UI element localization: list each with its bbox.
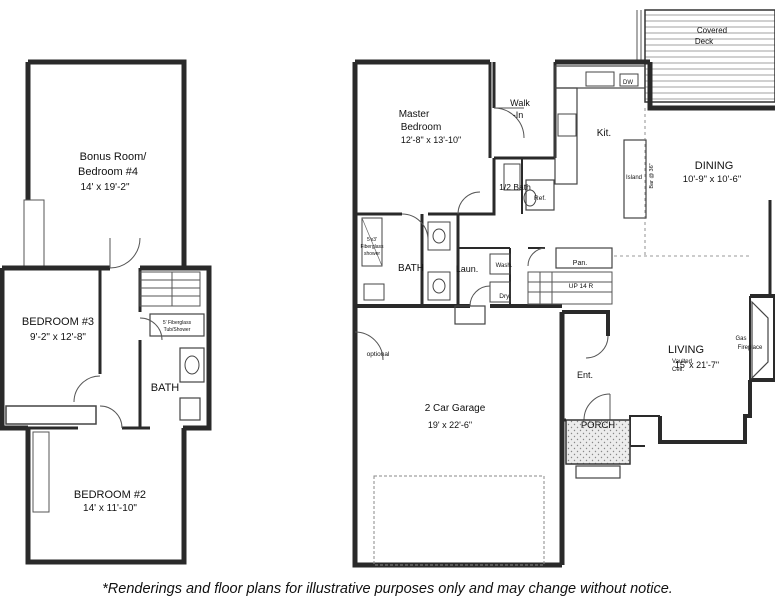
half-bath-label: 1/2 Bath	[499, 182, 531, 192]
main-floor-plan	[352, 9, 775, 568]
dining-name: DINING	[695, 160, 734, 172]
dishwasher-label: DW	[623, 80, 633, 86]
washer-label: Wash.	[496, 263, 513, 269]
kitchen-label: Kit.	[597, 128, 611, 139]
dining-size: 10'-9" x 10'-6"	[683, 174, 741, 185]
main-bath-name: BATH	[398, 263, 424, 274]
island-bar-label: Bar @ 36"	[649, 163, 655, 188]
floor-plan-drawing: Bonus Room/ Bedroom #4 14' x 19'-2" BEDR…	[0, 9, 775, 568]
laundry-label: Laun.	[456, 264, 479, 274]
master-bedroom-name-line2: Bedroom	[401, 122, 442, 133]
bedroom2-size: 14' x 11'-10"	[83, 503, 137, 514]
pantry-label: Pan.	[573, 260, 587, 267]
bonus-room-name: Bonus Room/	[80, 151, 148, 163]
shower-label-line3: shower	[364, 251, 380, 257]
bonus-room-size: 14' x 19'-2"	[80, 182, 130, 193]
fireplace-label-line2: Fireplace	[738, 345, 763, 351]
island-label: Island	[626, 175, 642, 181]
tub-label: 5' Fiberglass	[163, 320, 192, 326]
optional-door-label: optional	[367, 351, 390, 358]
tub-label-line2: Tub/Shower	[164, 327, 191, 333]
upper-floor-plan	[0, 59, 212, 565]
bedroom2-name: BEDROOM #2	[74, 489, 146, 501]
upper-bath-name: BATH	[151, 382, 180, 394]
porch-label: PORCH	[581, 420, 615, 431]
shower-label-line2: Fiberglass	[360, 244, 384, 250]
walk-in-label-line2: -In	[513, 110, 524, 120]
disclaimer-note: *Renderings and floor plans for illustra…	[102, 581, 673, 597]
living-ceiling-note: Ceil.	[672, 367, 684, 373]
entry-label: Ent.	[577, 370, 593, 380]
bonus-room-name-line2: Bedroom #4	[78, 166, 138, 178]
master-bedroom-name: Master	[399, 109, 430, 120]
living-vaulted-note: Vaulted	[672, 359, 692, 365]
garage-name: 2 Car Garage	[425, 403, 486, 414]
bedroom3-name: BEDROOM #3	[22, 316, 94, 328]
shower-label: 5'x3'	[367, 237, 377, 243]
stairs-label: UP 14 R	[569, 283, 594, 290]
living-size: 15' x 21'-7"	[675, 360, 719, 370]
dryer-label: Dry.	[499, 293, 511, 300]
covered-deck-label: Covered	[697, 26, 727, 35]
refrigerator-label: Ref.	[534, 195, 546, 202]
bedroom3-size: 9'-2" x 12'-8"	[30, 332, 86, 343]
fireplace-label: Gas	[735, 336, 746, 342]
master-bedroom-size: 12'-8" x 13'-10"	[401, 135, 461, 145]
walk-in-label: Walk	[510, 98, 530, 108]
garage-size: 19' x 22'-6"	[428, 420, 472, 430]
covered-deck-label-line2: Deck	[695, 37, 714, 46]
living-name: LIVING	[668, 344, 704, 356]
